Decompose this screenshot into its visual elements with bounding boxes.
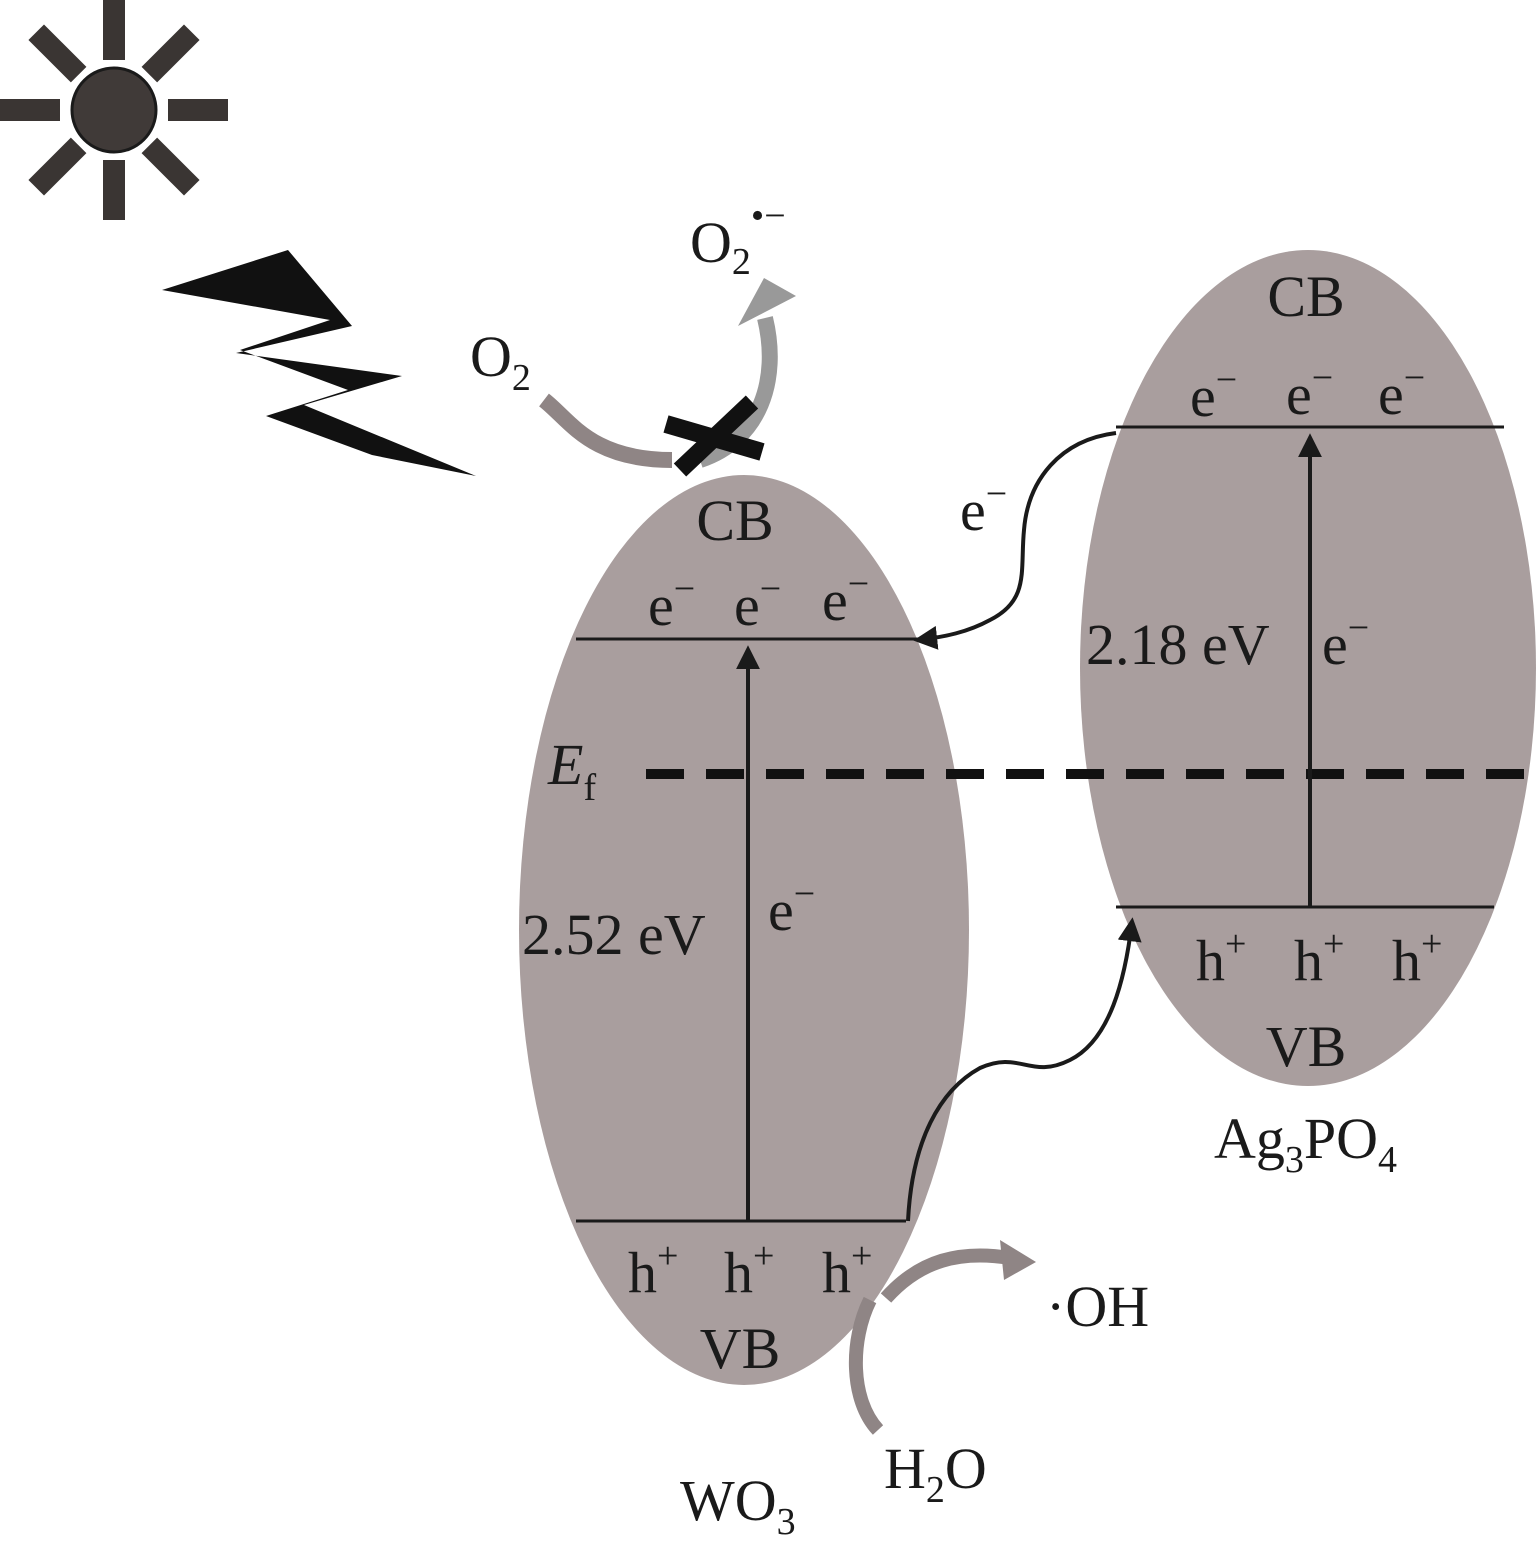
hydroxyl-label: ·OH — [1046, 1274, 1149, 1339]
fermi-level-label: Ef — [547, 732, 596, 809]
wo3-electron-1: e− — [648, 568, 695, 638]
ag3po4-bandgap-label: 2.18 eV — [1086, 612, 1270, 677]
hole-transfer-arrow — [906, 917, 1142, 1222]
wo3-excited-electron: e− — [768, 873, 815, 943]
ag3po4-excited-electron: e− — [1322, 607, 1369, 677]
ag3po4-hole-2: h+ — [1294, 923, 1344, 993]
water-label: H2O — [884, 1436, 987, 1511]
electron-transfer-arrow — [913, 431, 1117, 650]
hydroxyl-arrow-head — [1000, 1240, 1036, 1280]
ag3po4-electron-1: e− — [1190, 359, 1237, 429]
superoxide-arrow-head — [738, 278, 796, 326]
oxygen-label: O2 — [470, 324, 531, 399]
wo3-band-ellipse — [519, 475, 969, 1385]
wo3-cb-label: CB — [696, 488, 773, 553]
oxygen-reduction-arrow — [538, 393, 673, 468]
wo3-hole-3: h+ — [822, 1235, 872, 1305]
interface-electron-label: e− — [960, 473, 1007, 543]
superoxide-arrow-shaft — [697, 316, 778, 468]
ag3po4-electron-3: e− — [1378, 357, 1425, 427]
superoxide-label: O2•− — [690, 195, 786, 283]
wo3-bandgap-label: 2.52 eV — [522, 902, 706, 967]
wo3-name-label: WO3 — [680, 1468, 796, 1543]
lightning-bolt-icon — [162, 250, 476, 476]
ag3po4-vb-label: VB — [1266, 1014, 1347, 1079]
sun-icon — [0, 0, 228, 220]
cross-mark-icon — [663, 395, 765, 477]
wo3-hole-1: h+ — [628, 1235, 678, 1305]
wo3-vb-label: VB — [700, 1316, 781, 1381]
hydroxyl-arrow-shaft — [880, 1248, 1012, 1303]
ag3po4-name-label: Ag3PO4 — [1214, 1106, 1397, 1181]
water-oxidation-arrow-shaft — [848, 1296, 884, 1435]
ag3po4-cb-label: CB — [1267, 264, 1344, 329]
ag3po4-electron-2: e− — [1286, 357, 1333, 427]
wo3-electron-3: e− — [822, 563, 869, 633]
ag3po4-hole-3: h+ — [1392, 923, 1442, 993]
wo3-electron-2: e− — [734, 568, 781, 638]
ag3po4-hole-1: h+ — [1196, 923, 1246, 993]
wo3-hole-2: h+ — [724, 1235, 774, 1305]
